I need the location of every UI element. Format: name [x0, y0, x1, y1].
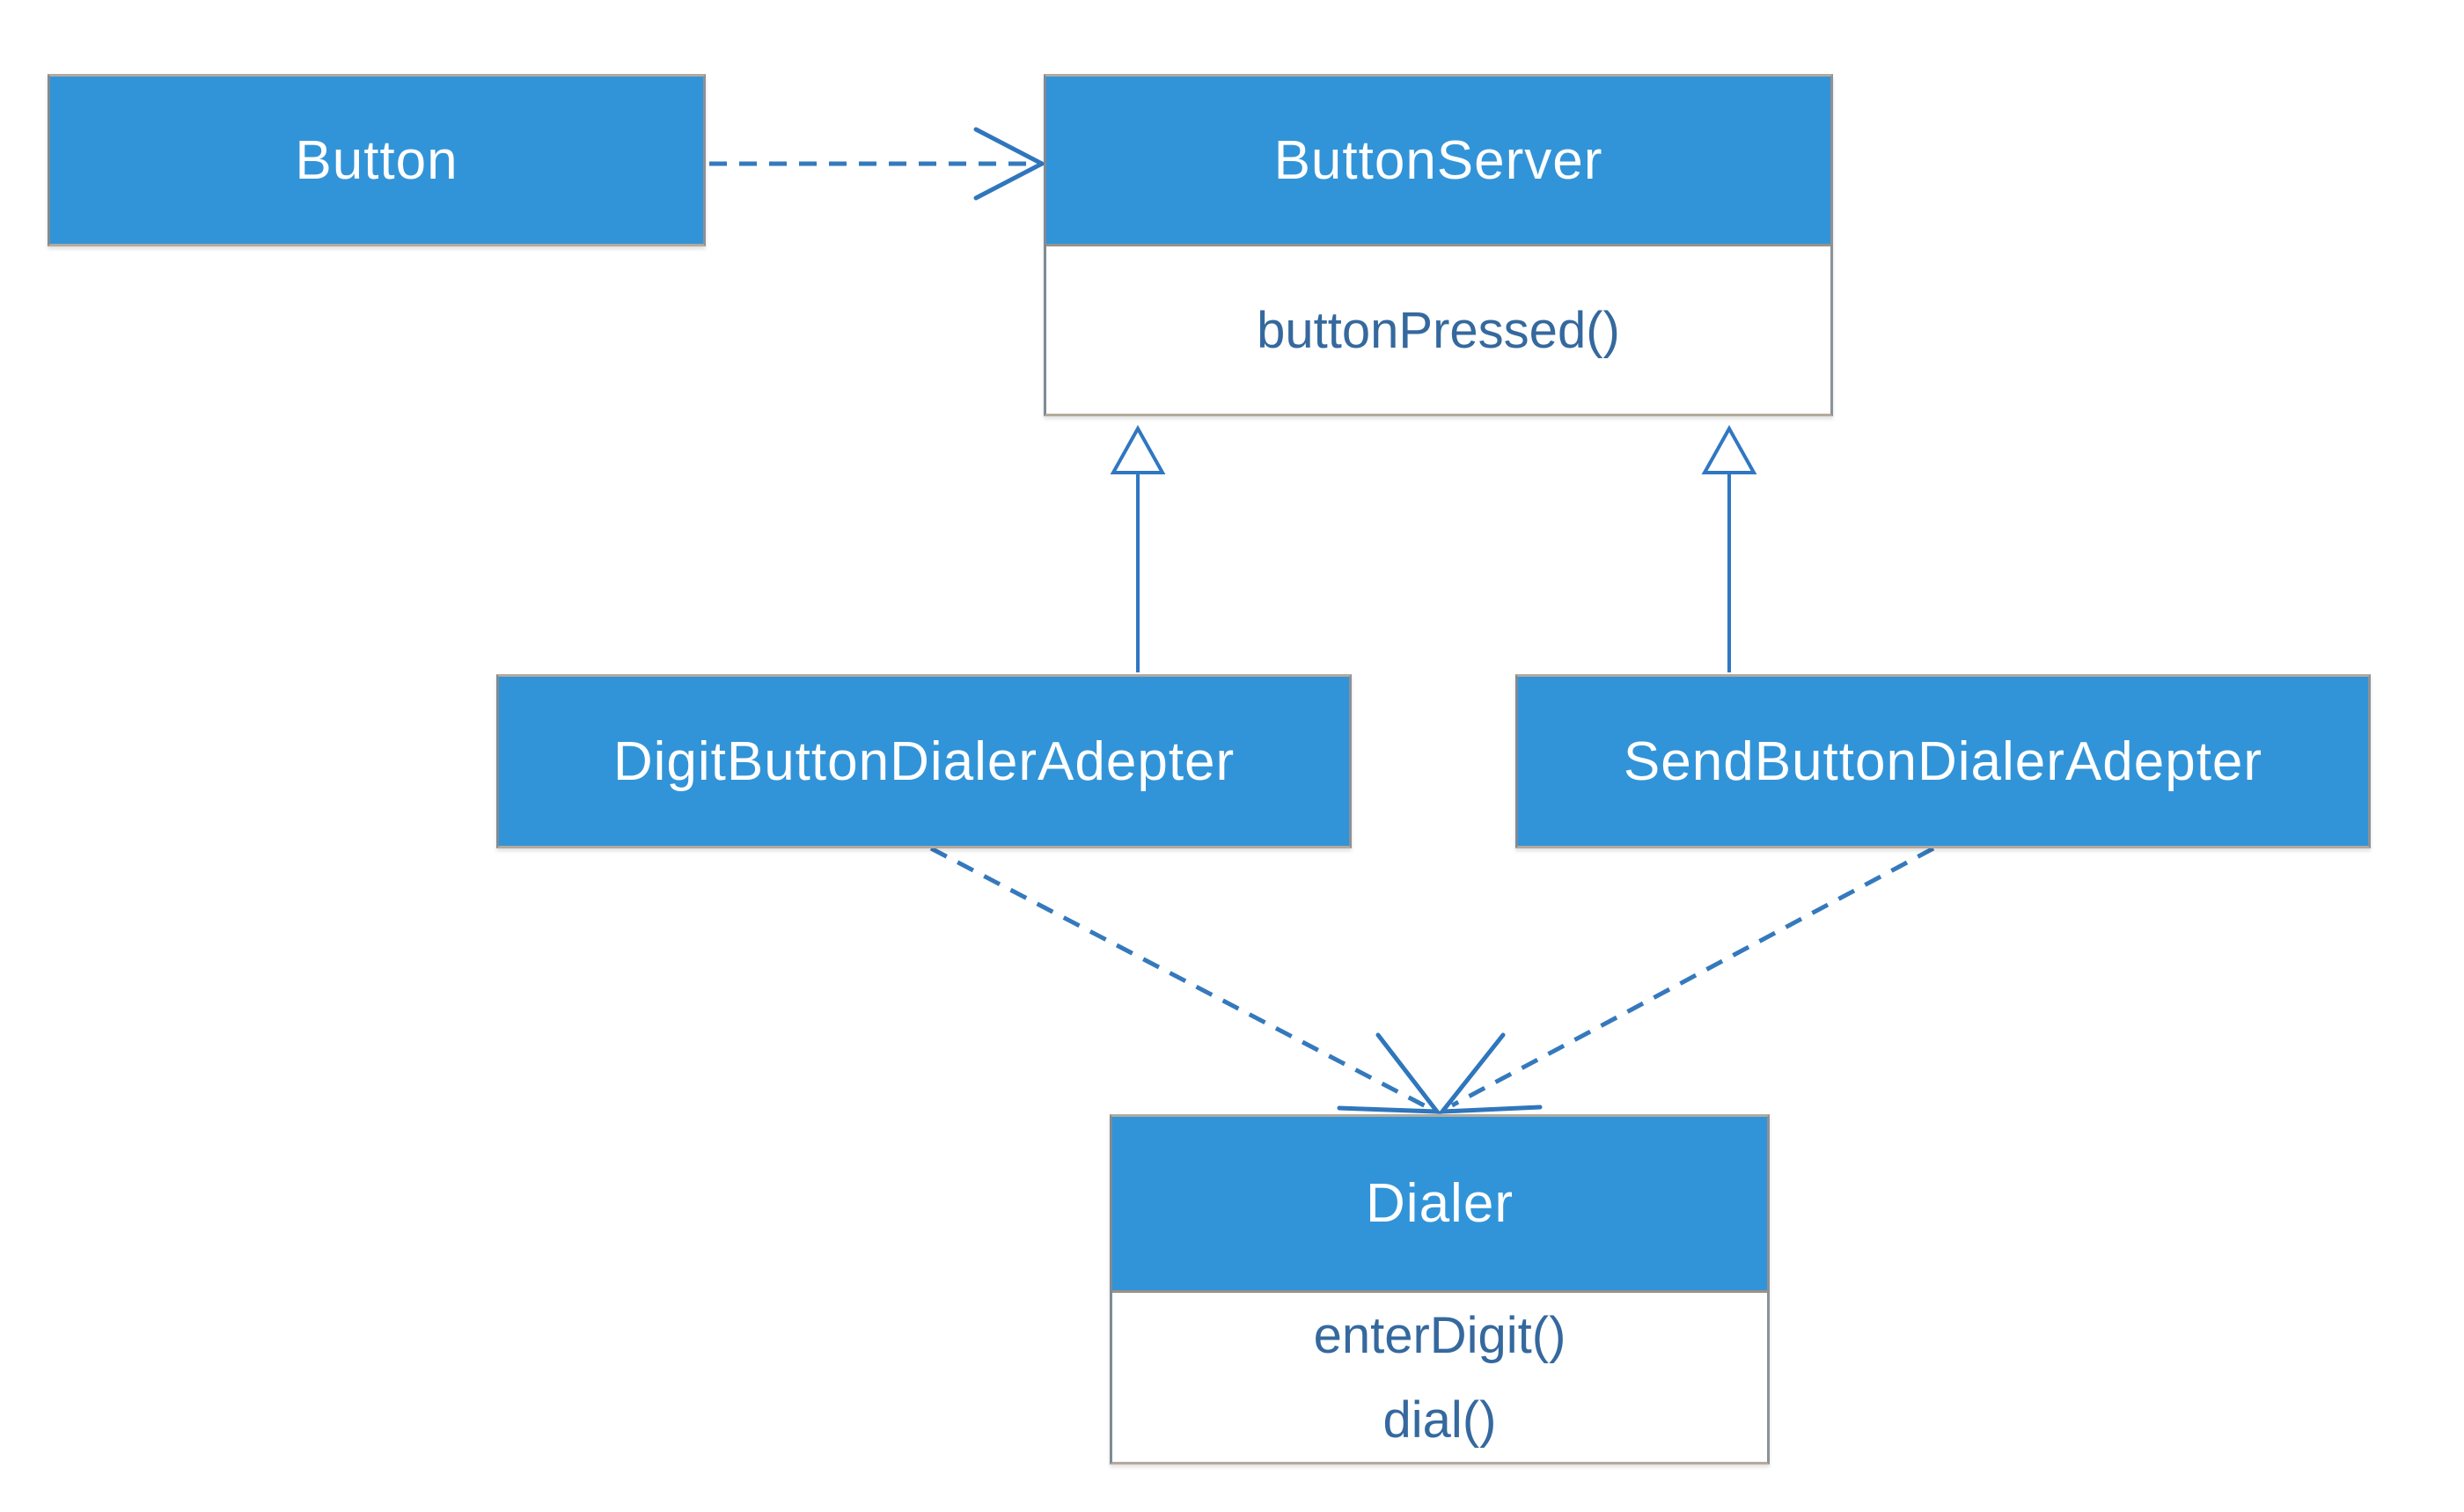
class-header: Button	[50, 77, 703, 244]
class-header: ButtonServer	[1046, 77, 1830, 244]
class-title-sendbuttondialeradepter: SendButtonDialerAdepter	[1623, 730, 2263, 792]
dashed-line	[1450, 846, 1935, 1108]
generalization-digit-to-buttonserver	[1110, 424, 1166, 672]
dependency-arrow-send-to-dialer	[1437, 846, 1935, 1114]
class-box-buttonserver[interactable]: ButtonServer buttonPressed()	[1044, 74, 1833, 416]
class-header: SendButtonDialerAdepter	[1518, 677, 2368, 846]
class-methods-section: buttonPressed()	[1046, 244, 1830, 414]
hollow-triangle-icon	[1110, 424, 1166, 474]
class-box-sendbuttondialeradepter[interactable]: SendButtonDialerAdepter	[1515, 674, 2371, 848]
open-arrowhead-icon	[1337, 1032, 1442, 1114]
class-title-dialer: Dialer	[1366, 1173, 1514, 1234]
class-title-buttonserver: ButtonServer	[1273, 129, 1603, 191]
class-header: DigitButtonDialerAdepter	[499, 677, 1349, 846]
hollow-triangle-icon	[1701, 424, 1757, 474]
method-label-dial: dial()	[1382, 1391, 1497, 1449]
open-arrowhead-icon	[1437, 1032, 1543, 1114]
class-title-button: Button	[295, 129, 458, 191]
dependency-arrow-button-to-buttonserver	[709, 127, 1047, 201]
class-box-button[interactable]: Button	[48, 74, 706, 246]
open-arrowhead-icon	[973, 127, 1047, 201]
dashed-line	[929, 846, 1429, 1110]
dependency-arrow-digit-to-dialer	[929, 846, 1442, 1114]
method-label-enterdigit: enterDigit()	[1313, 1306, 1566, 1364]
method-label-buttonpressed: buttonPressed()	[1257, 301, 1620, 359]
class-header: Dialer	[1112, 1117, 1767, 1290]
generalization-send-to-buttonserver	[1701, 424, 1757, 672]
class-title-digitbuttondialeradepter: DigitButtonDialerAdepter	[612, 730, 1236, 792]
class-box-dialer[interactable]: Dialer enterDigit() dial()	[1110, 1114, 1770, 1464]
class-methods-section: enterDigit() dial()	[1112, 1290, 1767, 1462]
class-box-digitbuttondialeradepter[interactable]: DigitButtonDialerAdepter	[496, 674, 1352, 848]
